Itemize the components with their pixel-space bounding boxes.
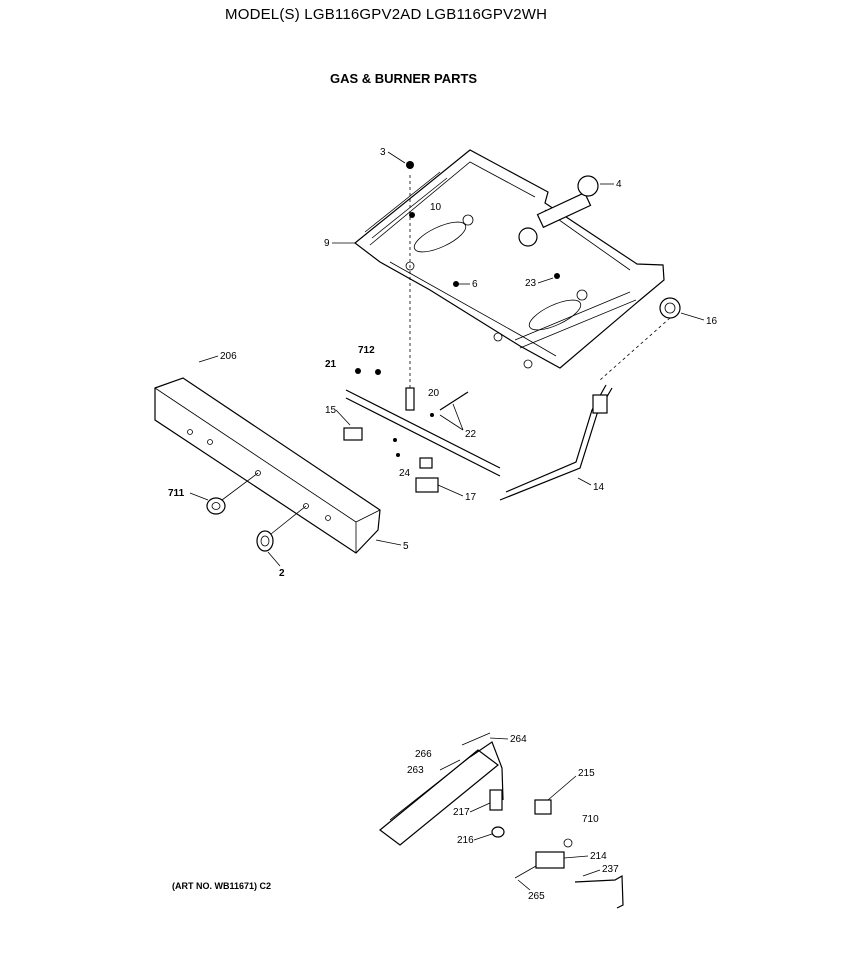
callout-206: 206 [220,351,237,362]
callout-23: 23 [525,278,537,289]
callout-215: 215 [578,768,595,779]
callout-6: 6 [472,279,478,290]
callout-710: 710 [582,814,599,825]
manifold-assembly [343,161,671,501]
callout-15: 15 [325,405,337,416]
callout-711: 711 [168,488,185,499]
callout-20: 20 [428,388,440,399]
callout-14: 14 [593,482,605,493]
callout-237: 237 [602,864,619,875]
callout-9: 9 [324,238,330,249]
callout-22: 22 [465,429,477,440]
callout-2: 2 [279,568,285,579]
callout-24: 24 [399,468,411,479]
callout-17: 17 [465,492,477,503]
callout-5: 5 [403,541,409,552]
ignition-assembly [379,732,624,909]
callout-16: 16 [706,316,718,327]
callout-712: 712 [358,345,375,356]
callout-265: 265 [528,891,545,902]
section-title: GAS & BURNER PARTS [330,71,478,86]
control-panel [154,377,381,554]
model-title: MODEL(S) LGB116GPV2AD LGB116GPV2WH [225,6,548,23]
callout-214: 214 [590,851,607,862]
callout-21: 21 [325,359,337,370]
callout-10: 10 [430,202,442,213]
callout-266: 266 [415,749,432,760]
callout-216: 216 [457,835,474,846]
callout-labels: 3 4 9 10 6 23 16 206 21 712 20 15 22 24 … [168,147,718,902]
callout-3: 3 [380,147,386,158]
burner-box [354,149,681,369]
callout-264: 264 [510,734,527,745]
callout-217: 217 [453,807,470,818]
callout-263: 263 [407,765,424,776]
callout-4: 4 [616,179,622,190]
art-number: (ART NO. WB11671) C2 [172,881,272,891]
